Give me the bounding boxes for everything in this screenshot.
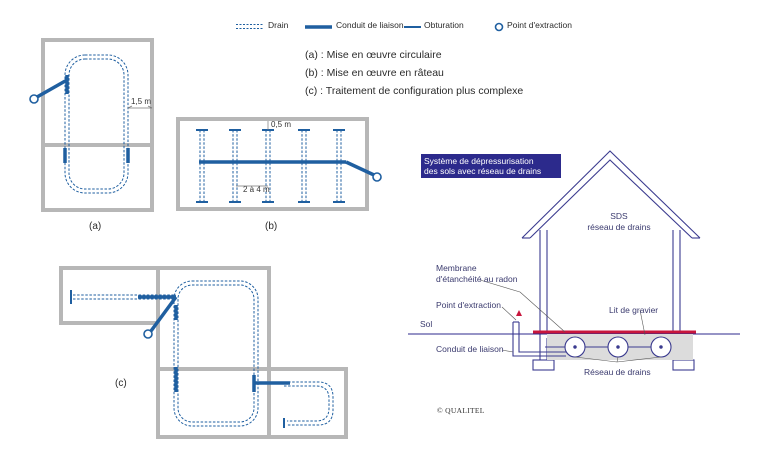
caption-c: (c): [115, 378, 127, 389]
method-notes: (a) : Mise en œuvre circulaire (b) : Mis…: [305, 46, 523, 100]
house-drains: [512, 321, 672, 358]
caption-b: (b): [265, 221, 278, 232]
house-title: Système de dépressurisation des sols ave…: [421, 154, 561, 178]
dim-b-offset: 0,5 m: [271, 120, 291, 129]
house-title-line1: Système de dépressurisation: [424, 156, 534, 166]
note-c: (c) : Traitement de configuration plus c…: [305, 85, 524, 97]
drains-label: Réseau de drains: [584, 367, 651, 377]
diagram-a: 1,5 m: [29, 38, 154, 212]
legend-extraction-label: Point d'extraction: [507, 20, 572, 30]
membrane-label-2: d'étanchéité au radon: [436, 274, 518, 284]
membrane-label-1: Membrane: [436, 263, 477, 273]
note-b: (b) : Mise en œuvre en râteau: [305, 67, 444, 79]
diagram-b: 0,5 m 2 à 4 m: [176, 117, 382, 211]
sds-label-2: réseau de drains: [587, 222, 650, 232]
extraction-label: Point d'extraction: [436, 300, 501, 310]
legend-obturation-label: Obturation: [424, 20, 464, 30]
note-a: (a) : Mise en œuvre circulaire: [305, 49, 442, 61]
dim-a-offset: 1,5 m: [131, 97, 151, 106]
legend-conduit-label: Conduit de liaison: [336, 20, 404, 30]
house-title-line2: des sols avec réseau de drains: [424, 166, 542, 176]
legend-drain-label: Drain: [268, 20, 289, 30]
diagram-c: [59, 266, 348, 439]
copyright: © QUALITEL: [437, 406, 485, 415]
gravel-label: Lit de gravier: [609, 305, 658, 315]
legend-extraction-symbol: [494, 22, 504, 32]
dim-b-spacing: 2 à 4 m: [243, 185, 270, 194]
legend-drain-symbol: [236, 24, 263, 29]
sol-label: Sol: [420, 319, 432, 329]
sds-label-1: SDS: [610, 211, 628, 221]
conduit-label: Conduit de liaison: [436, 344, 504, 354]
house-leaders: [479, 279, 662, 363]
caption-a: (a): [89, 221, 102, 232]
